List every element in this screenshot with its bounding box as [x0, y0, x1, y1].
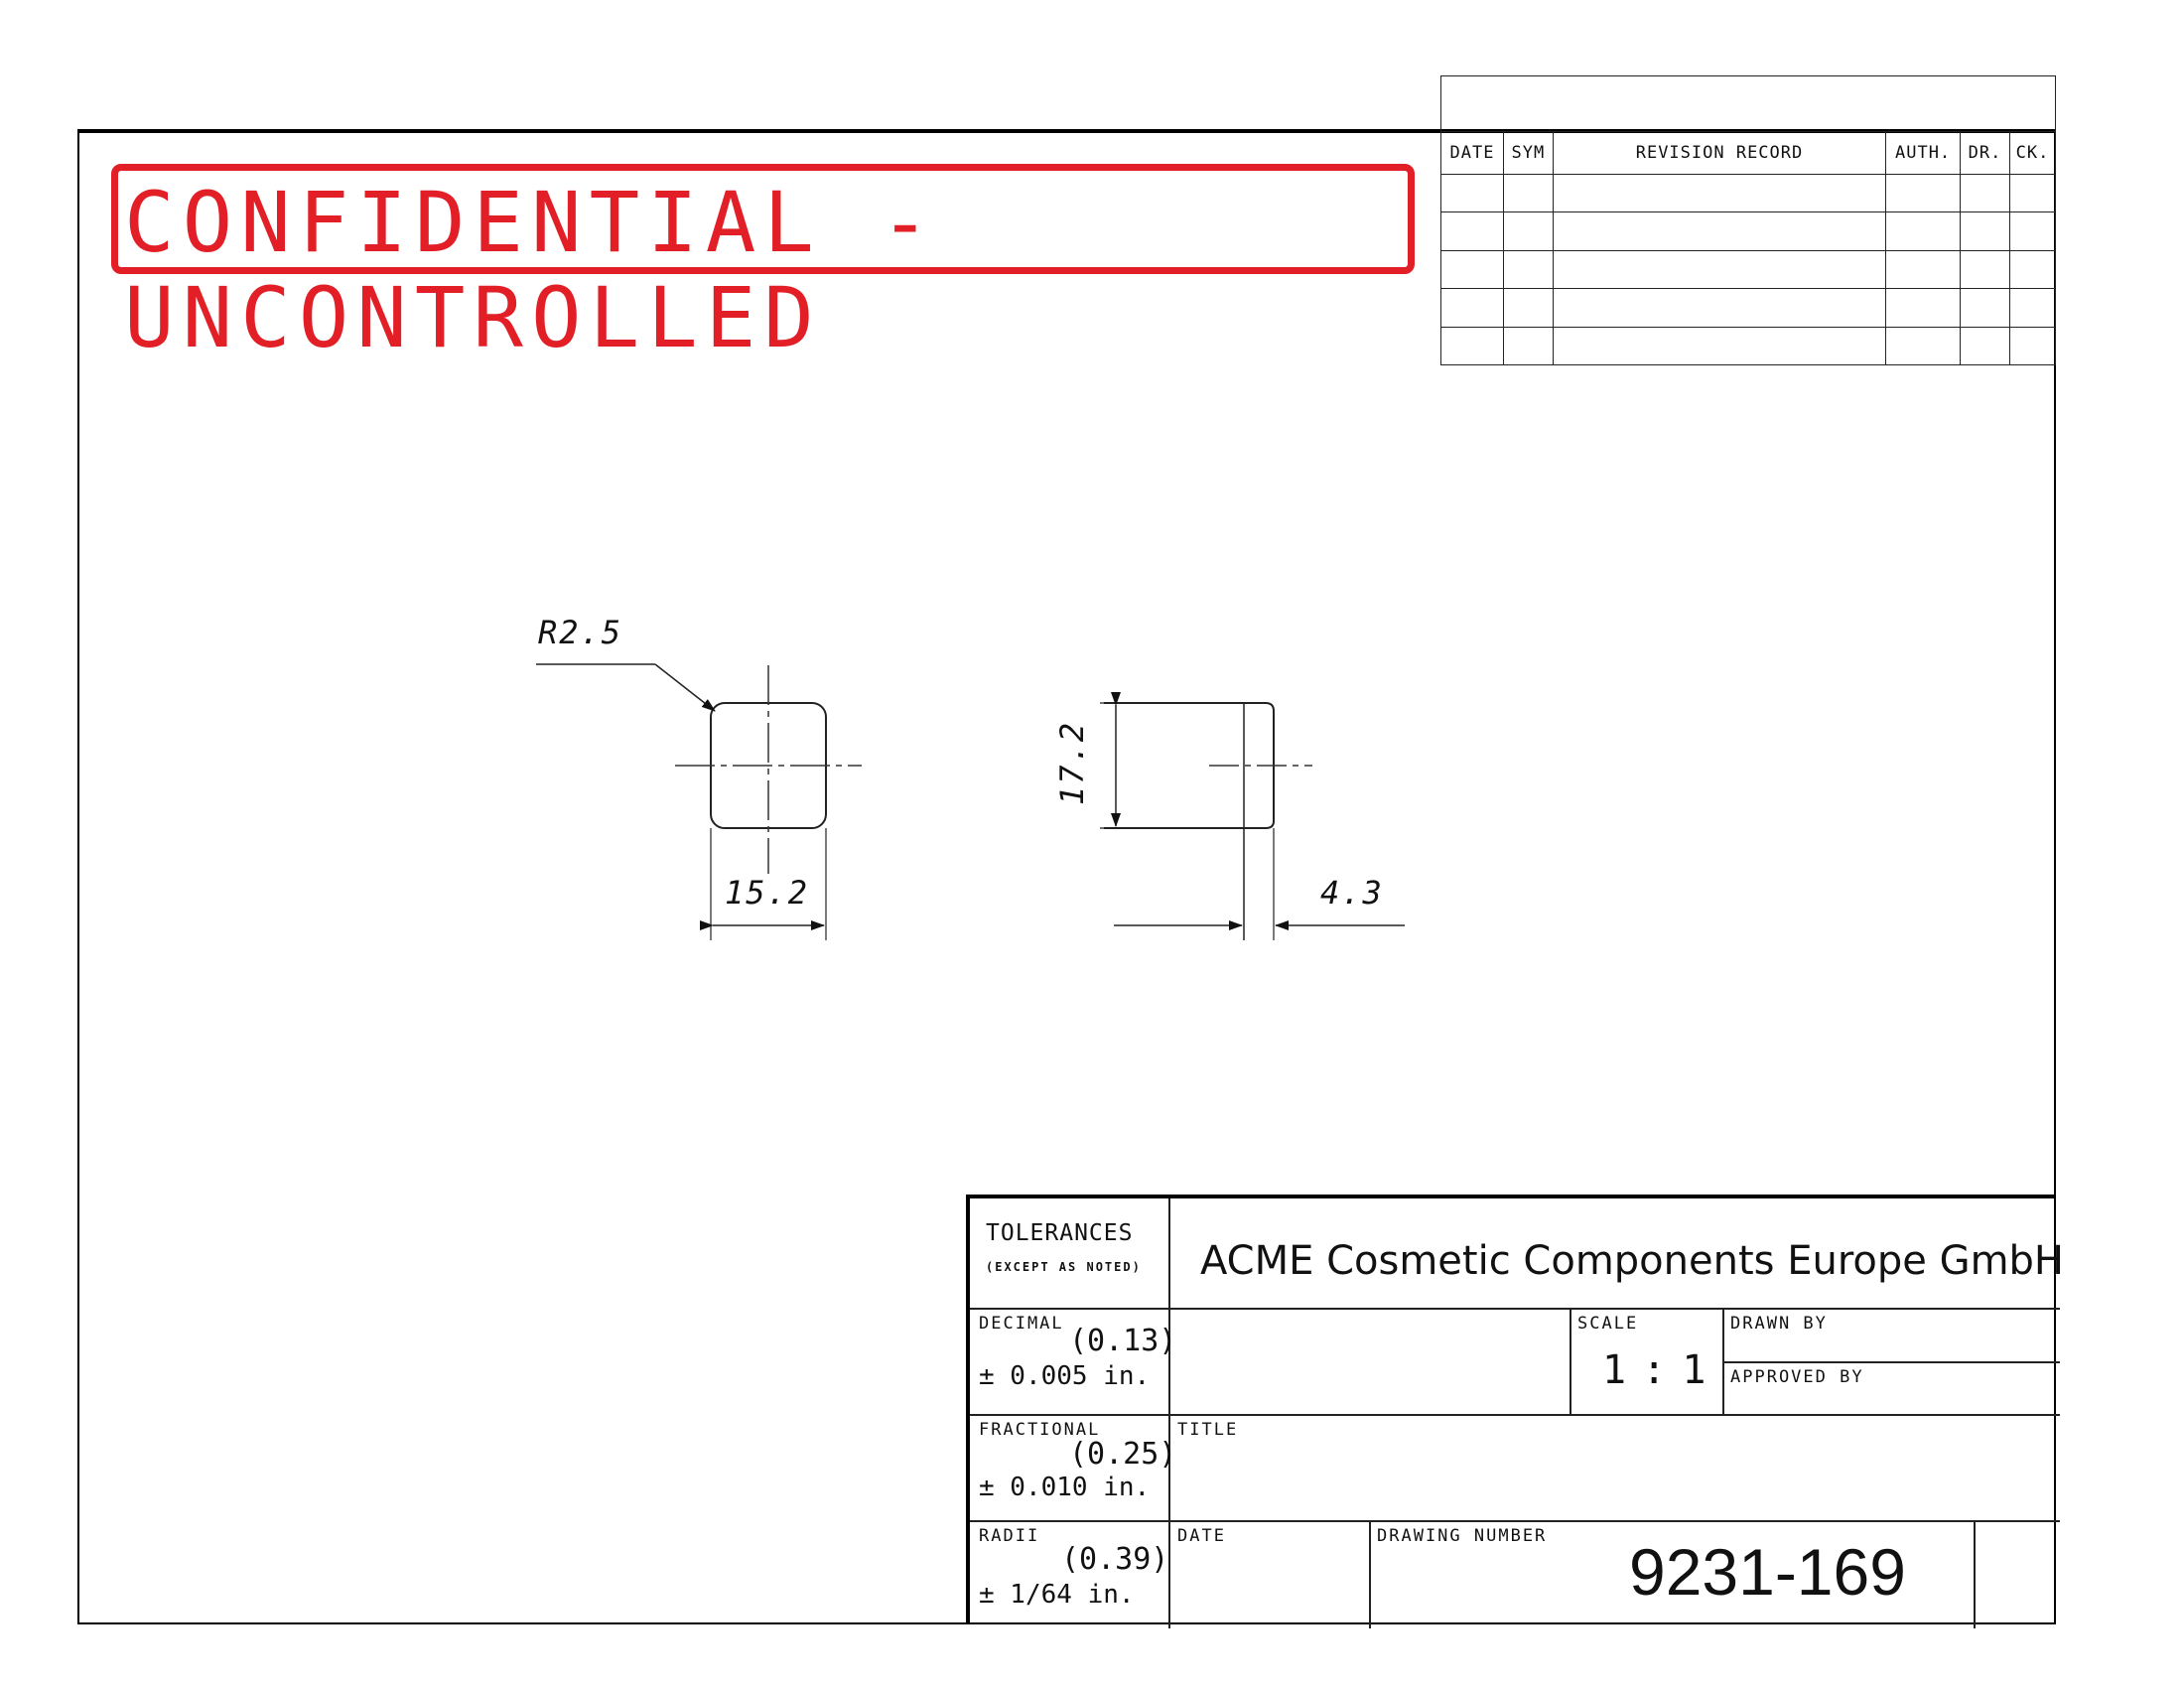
tb-vline-date — [1369, 1520, 1371, 1628]
decimal-tolerance: ± 0.005 in. — [979, 1361, 1151, 1391]
decimal-metric: (0.13) — [1069, 1324, 1177, 1358]
approved-by-label: APPROVED BY — [1730, 1367, 1864, 1387]
drawing-border — [77, 129, 2056, 1624]
tb-vline-end — [1974, 1520, 1976, 1628]
tb-hline-2 — [970, 1414, 2060, 1416]
revision-header-date: DATE — [1440, 131, 1504, 175]
revision-row — [1440, 211, 2057, 251]
revision-header-row: DATE SYM REVISION RECORD AUTH. DR. CK. — [1440, 131, 2057, 175]
decimal-label: DECIMAL — [979, 1314, 1064, 1334]
fractional-metric: (0.25) — [1069, 1437, 1177, 1472]
revision-header-record: REVISION RECORD — [1552, 131, 1887, 175]
tb-hline-1 — [970, 1308, 2060, 1310]
revision-header-ck: CK. — [2008, 131, 2057, 175]
side-height-dimension-label: 17.2 — [1053, 720, 1091, 805]
revision-table-top-cell — [1440, 75, 2056, 131]
drawing-number-label: DRAWING NUMBER — [1377, 1526, 1548, 1546]
revision-row — [1440, 249, 2057, 290]
radii-label: RADII — [979, 1526, 1040, 1546]
front-view — [536, 663, 862, 940]
stamp-text: CONFIDENTIAL - UNCONTROLLED — [124, 174, 939, 366]
tb-hline-drawn — [1722, 1361, 2060, 1363]
radii-tolerance: ± 1/64 in. — [979, 1580, 1135, 1610]
confidential-stamp: CONFIDENTIAL - UNCONTROLLED — [111, 164, 1415, 365]
revision-header-auth: AUTH. — [1885, 131, 1962, 175]
radius-arrow — [654, 663, 716, 712]
tb-vline-tolerances — [1168, 1198, 1170, 1628]
revision-row — [1440, 288, 2057, 328]
fractional-tolerance: ± 0.010 in. — [979, 1473, 1151, 1502]
title-block: TOLERANCES (EXCEPT AS NOTED) ACME Cosmet… — [966, 1195, 2064, 1628]
scale-label: SCALE — [1577, 1314, 1639, 1334]
radii-metric: (0.39) — [1061, 1542, 1169, 1577]
tolerances-note: (EXCEPT AS NOTED) — [986, 1260, 1142, 1274]
tolerances-heading: TOLERANCES — [986, 1220, 1134, 1246]
revision-row — [1440, 173, 2057, 213]
date-label: DATE — [1177, 1526, 1226, 1546]
revision-header-dr: DR. — [1960, 131, 2010, 175]
revision-table: DATE SYM REVISION RECORD AUTH. DR. CK. — [1440, 131, 2057, 366]
company-name: ACME Cosmetic Components Europe GmbH — [1200, 1238, 2064, 1284]
tb-vline-scale — [1570, 1308, 1571, 1415]
radius-dimension-label: R2.5 — [538, 614, 623, 651]
fractional-label: FRACTIONAL — [979, 1420, 1101, 1440]
drawing-number-value: 9231-169 — [1629, 1535, 1906, 1609]
side-thickness-dimension-label: 4.3 — [1320, 874, 1384, 912]
revision-row — [1440, 326, 2057, 366]
title-label: TITLE — [1177, 1420, 1239, 1440]
drawn-by-label: DRAWN BY — [1730, 1314, 1828, 1334]
side-view — [1100, 692, 1405, 940]
front-width-dimension-label: 15.2 — [725, 874, 810, 912]
scale-value: 1 : 1 — [1602, 1347, 1706, 1393]
tb-hline-3 — [970, 1520, 2060, 1522]
